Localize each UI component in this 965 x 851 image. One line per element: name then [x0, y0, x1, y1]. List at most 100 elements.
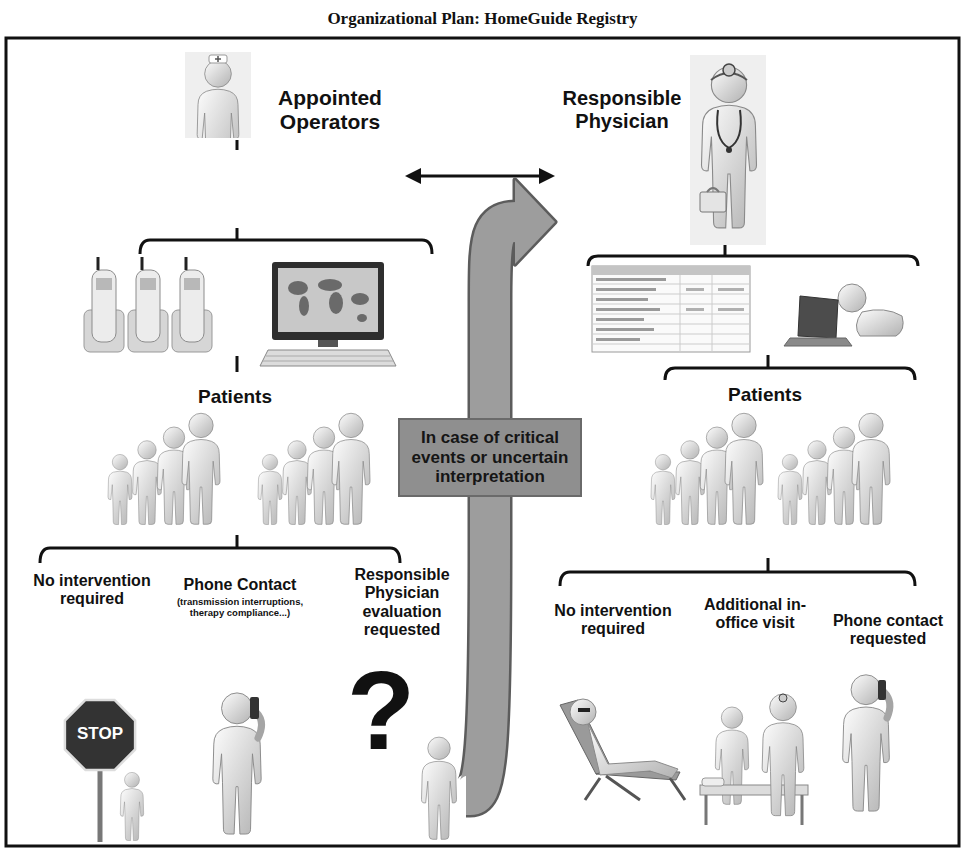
arrow-head-outline	[515, 180, 555, 264]
arrow-head	[539, 168, 555, 184]
computer	[278, 268, 378, 332]
phone-handsets	[141, 257, 144, 270]
bracket	[767, 355, 770, 368]
stop-sign	[120, 772, 143, 840]
double-arrow	[405, 168, 555, 184]
stop-sign	[65, 700, 135, 770]
computer	[318, 340, 338, 347]
arrow-shaft	[466, 497, 490, 795]
records-table	[592, 266, 750, 352]
bracket	[665, 368, 915, 380]
records-table	[596, 288, 656, 291]
process-box: In case of critical events or uncertain …	[398, 418, 582, 497]
records-table	[596, 338, 640, 341]
node-note: (transmission interruptions, therapy com…	[165, 597, 315, 619]
records-table	[592, 266, 750, 352]
deck-chair-figure	[560, 699, 685, 800]
deck-chair-figure	[588, 724, 678, 778]
laptop-figure	[784, 284, 903, 346]
bracket	[236, 356, 239, 372]
patient-group	[725, 413, 763, 524]
node-label: Responsible Physician evaluation request…	[338, 566, 466, 640]
records-table	[596, 298, 648, 301]
patient-group	[651, 454, 675, 524]
deck-chair-figure	[578, 708, 590, 712]
outcome-label: No intervention required	[28, 572, 156, 609]
computer	[318, 279, 342, 291]
phone-figure	[250, 697, 259, 719]
phone-figure	[843, 675, 890, 811]
nurse-figure	[197, 61, 239, 139]
phone-handsets	[180, 270, 204, 342]
node-label: Additional in-office visit	[695, 596, 815, 633]
phone-handsets	[96, 278, 112, 290]
phone-figure	[213, 693, 261, 834]
laptop-figure	[798, 296, 838, 338]
outcome-label: Phone Contact (transmission interruptions…	[165, 576, 315, 619]
question-mark: ?	[345, 655, 417, 767]
records-table	[592, 266, 750, 275]
phone-handsets	[185, 257, 188, 270]
doctor-figure	[690, 55, 766, 245]
node-label: Appointed Operators	[255, 86, 405, 134]
outcome-label: Phone contact requested	[818, 612, 958, 649]
phone-handsets	[97, 257, 100, 270]
records-table	[718, 288, 744, 291]
office-visit-figure	[700, 694, 808, 825]
computer	[299, 296, 309, 316]
laptop-figure	[856, 310, 903, 336]
patient-group	[133, 441, 162, 525]
laptop-figure	[838, 284, 866, 312]
records-table	[596, 318, 644, 321]
computer	[351, 293, 369, 305]
patient-group	[676, 441, 705, 525]
sign-text: STOP	[70, 725, 130, 742]
patient-group	[108, 454, 132, 524]
bracket	[140, 240, 432, 254]
records-table	[718, 308, 744, 311]
bracket	[724, 245, 727, 256]
bracket	[236, 228, 239, 240]
nurse-figure	[215, 56, 221, 62]
node-label: No intervention required	[553, 602, 673, 639]
bracket	[236, 535, 239, 548]
laptop-figure	[784, 338, 852, 346]
computer	[272, 262, 384, 340]
records-table	[592, 275, 750, 352]
arrow-shaft	[419, 175, 542, 178]
bracket	[236, 140, 239, 150]
bracket	[560, 572, 915, 586]
role-label: Responsible Physician	[555, 55, 770, 250]
node-label: Phone Contact	[165, 576, 315, 594]
diagram-title: Organizational Plan: HomeGuide Registry	[0, 9, 965, 29]
phone-figure	[843, 675, 890, 811]
records-table	[686, 308, 704, 311]
doctor-figure	[717, 110, 741, 148]
stop-sign	[98, 760, 103, 842]
question-figure	[422, 737, 457, 839]
records-table	[686, 288, 704, 291]
nurse-figure	[185, 52, 251, 138]
group-label: Patients	[180, 386, 290, 408]
nurse-figure	[209, 55, 227, 63]
bracket	[40, 548, 400, 563]
deck-chair-figure	[585, 776, 685, 800]
escalation-arrow	[466, 497, 490, 795]
records-table	[596, 308, 660, 311]
computer	[357, 314, 367, 322]
computer	[260, 350, 396, 366]
office-visit-figure	[702, 778, 724, 786]
node-label: In case of critical events or uncertain …	[410, 428, 570, 487]
arrow-head	[405, 168, 421, 184]
records-table	[596, 278, 666, 281]
outcome-label: Additional in-office visit	[695, 596, 815, 633]
patient-group	[852, 413, 890, 524]
node-label: Responsible Physician	[559, 87, 685, 133]
stop-sign	[65, 700, 144, 842]
patient-group	[283, 441, 312, 525]
patient-group	[258, 454, 282, 524]
nurse-figure	[185, 52, 251, 182]
node-label: No intervention required	[28, 572, 156, 609]
escalation-arrow	[490, 180, 555, 418]
